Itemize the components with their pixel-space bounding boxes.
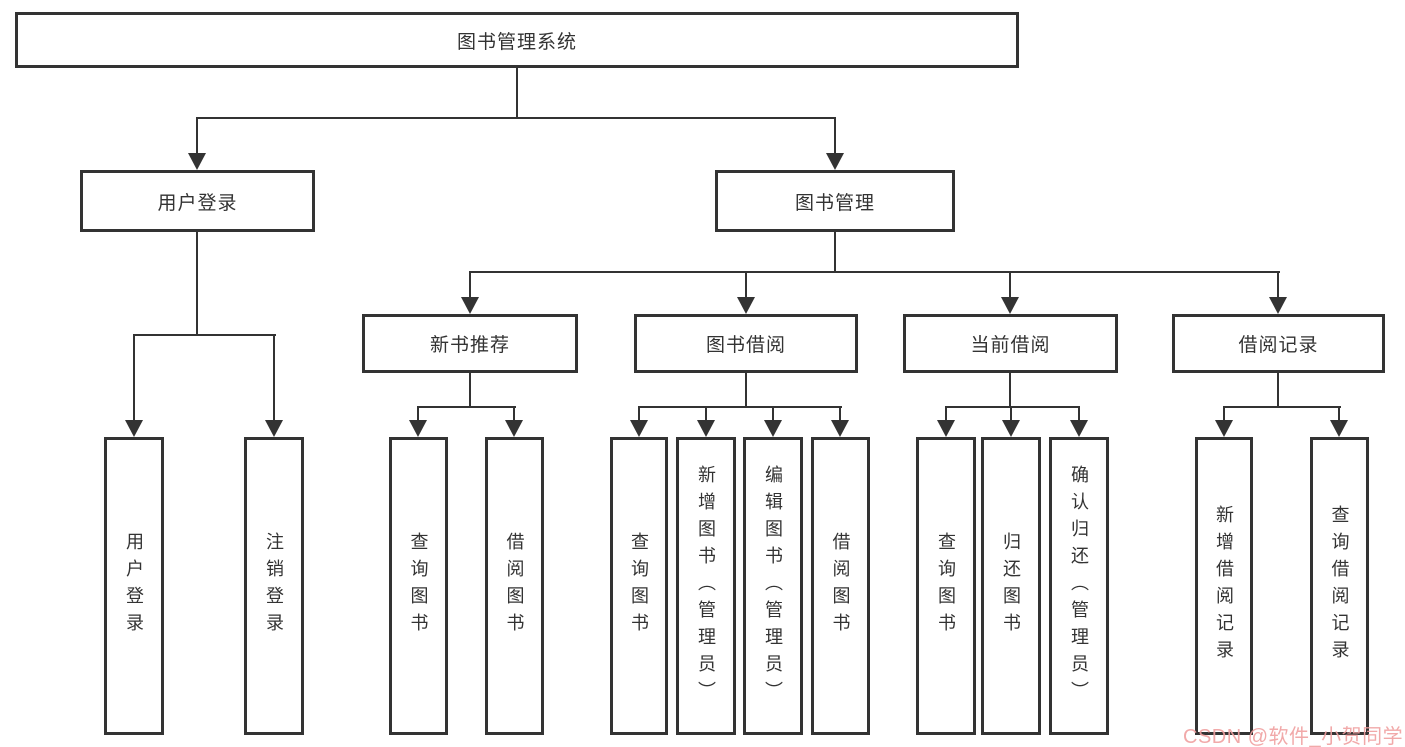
leaf-query-books-2-label: 查询图书 <box>629 532 649 640</box>
node-user-login: 用户登录 <box>80 170 315 232</box>
node-borrow-records: 借阅记录 <box>1172 314 1385 373</box>
connector-line <box>417 406 419 422</box>
watermark-text: CSDN @软件_小贺同学 <box>1183 726 1404 747</box>
leaf-query-books-2: 查询图书 <box>610 437 668 735</box>
arrow-down-icon <box>826 153 844 170</box>
connector-line <box>1009 373 1011 408</box>
connector-line <box>1009 271 1011 299</box>
node-current-borrow-label: 当前借阅 <box>970 335 1051 356</box>
node-book-borrow: 图书借阅 <box>634 314 858 373</box>
node-book-management-label: 图书管理 <box>794 192 875 214</box>
connector-line <box>1223 406 1225 422</box>
leaf-return-book: 归还图书 <box>981 437 1041 735</box>
arrow-down-icon <box>697 420 715 437</box>
connector-line <box>417 406 516 408</box>
connector-line <box>1078 406 1080 422</box>
connector-line <box>1338 406 1340 422</box>
arrow-down-icon <box>1002 420 1020 437</box>
node-borrow-records-label: 借阅记录 <box>1238 335 1319 356</box>
leaf-query-books-1: 查询图书 <box>389 437 448 735</box>
arrow-down-icon <box>1001 297 1019 314</box>
arrow-down-icon <box>831 420 849 437</box>
connector-line <box>638 406 640 422</box>
connector-line <box>1223 406 1341 408</box>
leaf-query-books-3: 查询图书 <box>916 437 976 735</box>
connector-line <box>133 334 135 422</box>
leaf-user-login-label: 用户登录 <box>124 532 144 640</box>
connector-line <box>638 406 842 408</box>
arrow-down-icon <box>505 420 523 437</box>
leaf-borrow-books-1-label: 借阅图书 <box>504 532 525 640</box>
arrow-down-icon <box>265 420 283 437</box>
leaf-return-book-label: 归还图书 <box>1001 532 1021 640</box>
arrow-down-icon <box>1330 420 1348 437</box>
arrow-down-icon <box>188 153 206 170</box>
arrow-down-icon <box>461 297 479 314</box>
connector-line <box>945 406 947 422</box>
connector-line <box>516 68 518 119</box>
connector-line <box>705 406 707 422</box>
leaf-add-borrow-record: 新增借阅记录 <box>1195 437 1253 735</box>
leaf-add-book-admin-label: 新增图书（管理员） <box>696 464 716 708</box>
connector-line <box>834 117 836 155</box>
connector-line <box>196 117 198 155</box>
node-new-book-recommend: 新书推荐 <box>362 314 578 373</box>
leaf-confirm-return-admin: 确认归还（管理员） <box>1049 437 1109 735</box>
leaf-add-borrow-record-label: 新增借阅记录 <box>1214 505 1234 667</box>
leaf-borrow-books-1: 借阅图书 <box>485 437 544 735</box>
arrow-down-icon <box>737 297 755 314</box>
arrow-down-icon <box>1070 420 1088 437</box>
arrow-down-icon <box>764 420 782 437</box>
arrow-down-icon <box>1215 420 1233 437</box>
leaf-add-book-admin: 新增图书（管理员） <box>676 437 736 735</box>
connector-line <box>273 334 275 422</box>
node-current-borrow: 当前借阅 <box>903 314 1118 373</box>
leaf-confirm-return-admin-label: 确认归还（管理员） <box>1069 464 1089 708</box>
arrow-down-icon <box>630 420 648 437</box>
connector-line <box>1277 271 1279 299</box>
leaf-borrow-books-2-label: 借阅图书 <box>830 532 851 640</box>
node-book-borrow-label: 图书借阅 <box>705 335 786 356</box>
arrow-down-icon <box>125 420 143 437</box>
connector-line <box>469 271 1280 273</box>
connector-line <box>469 271 471 299</box>
connector-line <box>1010 406 1012 422</box>
connector-line <box>945 406 1080 408</box>
node-new-book-recommend-label: 新书推荐 <box>429 335 510 356</box>
leaf-logout-login: 注销登录 <box>244 437 304 735</box>
connector-line <box>133 334 276 336</box>
leaf-query-borrow-record-label: 查询借阅记录 <box>1329 505 1350 667</box>
connector-line <box>834 232 836 273</box>
leaf-edit-book-admin: 编辑图书（管理员） <box>743 437 803 735</box>
connector-line <box>745 373 747 408</box>
arrow-down-icon <box>1269 297 1287 314</box>
node-book-management: 图书管理 <box>715 170 955 232</box>
leaf-borrow-books-2: 借阅图书 <box>811 437 870 735</box>
leaf-query-borrow-record: 查询借阅记录 <box>1310 437 1369 735</box>
connector-line <box>196 117 836 119</box>
connector-line <box>1277 373 1279 408</box>
leaf-query-books-1-label: 查询图书 <box>408 532 429 640</box>
connector-line <box>772 406 774 422</box>
connector-line <box>839 406 841 422</box>
connector-line <box>513 406 515 422</box>
arrow-down-icon <box>409 420 427 437</box>
node-library-system: 图书管理系统 <box>15 12 1019 68</box>
connector-line <box>745 271 747 299</box>
node-user-login-label: 用户登录 <box>157 192 238 214</box>
leaf-edit-book-admin-label: 编辑图书（管理员） <box>763 464 783 708</box>
connector-line <box>469 373 471 408</box>
leaf-logout-login-label: 注销登录 <box>264 532 284 640</box>
connector-line <box>196 232 198 336</box>
leaf-user-login: 用户登录 <box>104 437 164 735</box>
node-library-system-label: 图书管理系统 <box>456 31 577 53</box>
arrow-down-icon <box>937 420 955 437</box>
leaf-query-books-3-label: 查询图书 <box>936 532 956 640</box>
